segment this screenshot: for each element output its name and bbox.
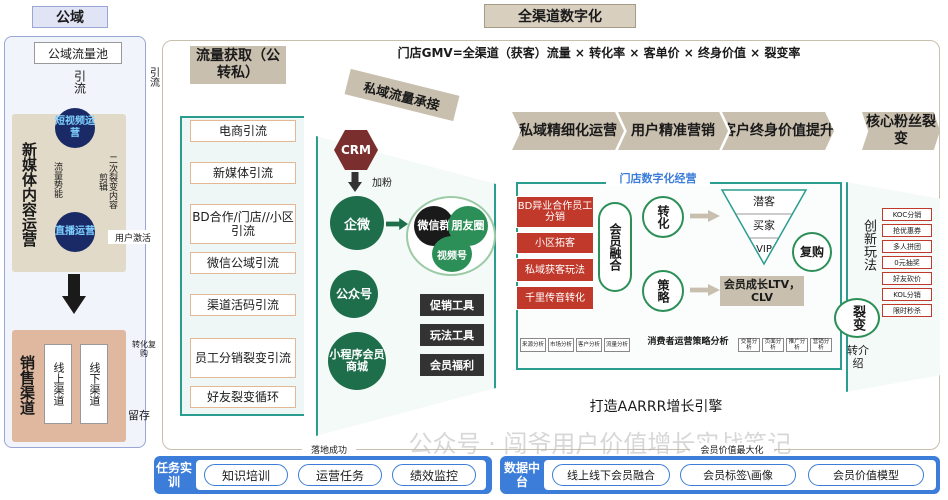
crm-hex: CRM bbox=[334, 130, 378, 170]
analysis-item: 交易分析 bbox=[738, 338, 760, 352]
stage-marketing: 用户精准营销 bbox=[618, 112, 728, 150]
innovation-item: 0元抽奖 bbox=[882, 256, 932, 269]
tool-item: 玩法工具 bbox=[420, 324, 484, 346]
fission-circle: 裂变 bbox=[834, 298, 880, 338]
channel-item: 员工分销裂变引流 bbox=[190, 338, 296, 378]
strategy-circle: 策略 bbox=[642, 270, 684, 312]
innovation-item: 好友砍价 bbox=[882, 272, 932, 285]
convert-buy-label: 转化复购 bbox=[132, 340, 156, 358]
watermark: 公众号 · 闯爷用户价值增长实战笔记 bbox=[408, 429, 792, 458]
red-item: BD异业合作员工分销 bbox=[516, 196, 594, 228]
channel-item: 渠道活码引流 bbox=[190, 294, 296, 316]
short-video-circle: 短视频运营 bbox=[55, 108, 95, 148]
analysis-item: 来源分析 bbox=[520, 338, 546, 352]
sales-label: 销售渠道 bbox=[18, 355, 36, 415]
channel-item: 好友裂变循环 bbox=[190, 386, 296, 408]
analysis-item: 推广分析 bbox=[786, 338, 808, 352]
red-item: 小区拓客 bbox=[516, 232, 594, 254]
analysis-item: 流量分析 bbox=[604, 338, 630, 352]
footer-center-title: 数据中台 bbox=[504, 461, 541, 489]
funnel-lead: 潜客 bbox=[753, 195, 775, 208]
repurchase-circle: 复购 bbox=[792, 232, 832, 272]
footer-task-item: 知识培训 bbox=[204, 464, 288, 486]
lifecycle-funnel bbox=[720, 189, 808, 266]
gongzhong-circle: 公众号 bbox=[330, 270, 378, 318]
innovation-item: 多人拼团 bbox=[882, 240, 932, 253]
new-media-label: 新媒体内容运营 bbox=[20, 141, 38, 247]
tool-item: 会员福利 bbox=[420, 354, 484, 376]
channel-item: 电商引流 bbox=[190, 120, 296, 142]
stage-lifetime: 客户终身价值提升 bbox=[722, 112, 834, 150]
innovation-item: 抢优惠券 bbox=[882, 224, 932, 237]
footer-center-item: 会员价值模型 bbox=[808, 464, 924, 486]
footer-task-title: 任务实训 bbox=[156, 461, 193, 489]
jia-fen-label: 加粉 bbox=[372, 177, 392, 189]
innovation-title: 创新玩法 bbox=[861, 219, 876, 271]
live-circle: 直播运营 bbox=[55, 212, 95, 252]
channel-item: 微信公域引流 bbox=[190, 252, 296, 274]
red-item: 千里传音转化 bbox=[516, 286, 594, 310]
retain-label: 留存 bbox=[128, 409, 150, 422]
public-yinliu-label: 引流 bbox=[72, 70, 87, 94]
header-title: 全渠道数字化 bbox=[484, 4, 636, 28]
crm-down-arrow-icon bbox=[348, 172, 362, 192]
consumer-analysis-label: 消费者运营策略分析 bbox=[647, 336, 729, 347]
second-edit-label: 二次裂变内容剪辑 bbox=[97, 155, 117, 209]
analysis-item: 营销分析 bbox=[810, 338, 832, 352]
member-fusion-circle: 会员融合 bbox=[598, 202, 632, 292]
innovation-item: 限时秒杀 bbox=[882, 304, 932, 317]
footer-center-item: 线上线下会员融合 bbox=[552, 464, 670, 486]
member-growth-box: 会员成长LTV，CLV bbox=[720, 276, 804, 306]
analysis-item: 市场分析 bbox=[548, 338, 574, 352]
stage-acquire: 流量获取（公转私） bbox=[190, 46, 286, 84]
funnel-vip: VIP bbox=[756, 243, 772, 255]
footer-task-item: 绩效监控 bbox=[392, 464, 476, 486]
miniapp-circle: 小程序会员商城 bbox=[328, 332, 386, 390]
qiwei-circle: 企微 bbox=[330, 196, 384, 250]
analysis-item: 客户分析 bbox=[576, 338, 602, 352]
public-pool-box: 公域流量池 bbox=[34, 42, 122, 64]
footer-left-note: 落地成功 bbox=[302, 443, 356, 456]
gmv-formula: 门店GMV=全渠道（获客）流量 × 转化率 × 客单价 × 终身价值 × 裂变率 bbox=[397, 45, 801, 60]
channel-item: BD合作/门店//小区引流 bbox=[190, 204, 296, 244]
tool-item: 促销工具 bbox=[420, 294, 484, 316]
footer-center-item: 会员标签\画像 bbox=[680, 464, 796, 486]
funnel-buyer: 买家 bbox=[753, 219, 775, 232]
stage-operation: 私域精细化运营 bbox=[512, 112, 624, 150]
offline-channel: 线下渠道 bbox=[80, 344, 108, 424]
footer-task-item: 运营任务 bbox=[298, 464, 382, 486]
flow-label: 流量势能 bbox=[52, 162, 62, 198]
online-channel: 线上渠道 bbox=[44, 344, 72, 424]
side-yinliu-label: 引流 bbox=[147, 67, 159, 87]
video-circle: 视频号 bbox=[432, 236, 472, 272]
convert-circle: 转化 bbox=[642, 196, 684, 238]
store-title: 门店数字化经营 bbox=[606, 170, 710, 186]
public-domain-title: 公域 bbox=[32, 6, 108, 28]
stage-fission: 核心粉丝裂变 bbox=[862, 112, 940, 150]
innovation-item: KOC分销 bbox=[882, 208, 932, 221]
footer-right-note: 会员价值最大化 bbox=[690, 443, 774, 456]
engine-label: 打造AARRR增长引擎 bbox=[589, 399, 723, 415]
innovation-item: KOL分销 bbox=[882, 288, 932, 301]
analysis-item: 页面分析 bbox=[762, 338, 784, 352]
user-activate-label: 用户激活 bbox=[108, 230, 158, 244]
referral-label: 转介绍 bbox=[847, 344, 869, 370]
red-item: 私域获客玩法 bbox=[516, 258, 594, 282]
channel-item: 新媒体引流 bbox=[190, 162, 296, 184]
